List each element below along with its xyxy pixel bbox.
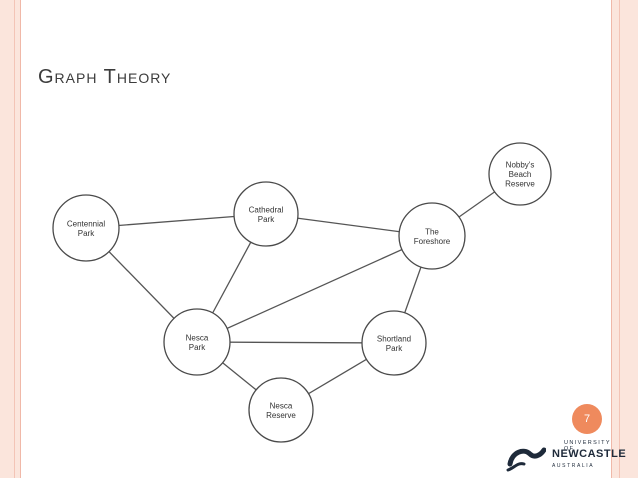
node-label: Nesca — [270, 401, 293, 410]
logo-text-newcastle: NEWCASTLE — [552, 448, 627, 460]
edge-foreshore-nesca-park — [196, 235, 433, 343]
node-circle — [248, 377, 314, 443]
logo-text-university-of: UNIVERSITY OF — [564, 440, 611, 452]
node-label: Reserve — [505, 180, 535, 189]
node-circle — [233, 181, 299, 247]
university-logo: UNIVERSITY OF NEWCASTLE AUSTRALIA — [506, 440, 626, 474]
newcastle-logo-mark-icon — [506, 447, 546, 472]
node-label: Park — [258, 215, 275, 224]
node-label: Park — [386, 344, 403, 353]
node-label: Beach — [509, 170, 532, 179]
node-label: Cathedral — [249, 205, 284, 214]
node-label: Foreshore — [414, 237, 451, 246]
node-circle — [361, 310, 427, 376]
node-label: Nesca — [186, 333, 209, 342]
node-label: Nobby's — [506, 161, 535, 170]
slide-left-border — [0, 0, 21, 478]
node-label: Reserve — [266, 411, 296, 420]
page-number-badge: 7 — [572, 404, 602, 434]
node-label: Park — [78, 229, 95, 238]
node-label: The — [425, 227, 439, 236]
node-circle — [52, 194, 120, 262]
node-circle — [488, 142, 552, 206]
logo-text-australia: AUSTRALIA — [552, 463, 595, 469]
node-circle — [163, 308, 231, 376]
node-circle — [398, 202, 466, 270]
slide-right-border — [611, 0, 638, 478]
graph-nodes: CentennialParkCathedralParkNobby'sBeachR… — [52, 142, 552, 443]
slide-title: Graph Theory — [38, 66, 172, 88]
node-label: Centennial — [67, 219, 105, 228]
node-label: Park — [189, 343, 206, 352]
graph-edges — [85, 173, 521, 411]
node-label: Shortland — [377, 334, 411, 343]
